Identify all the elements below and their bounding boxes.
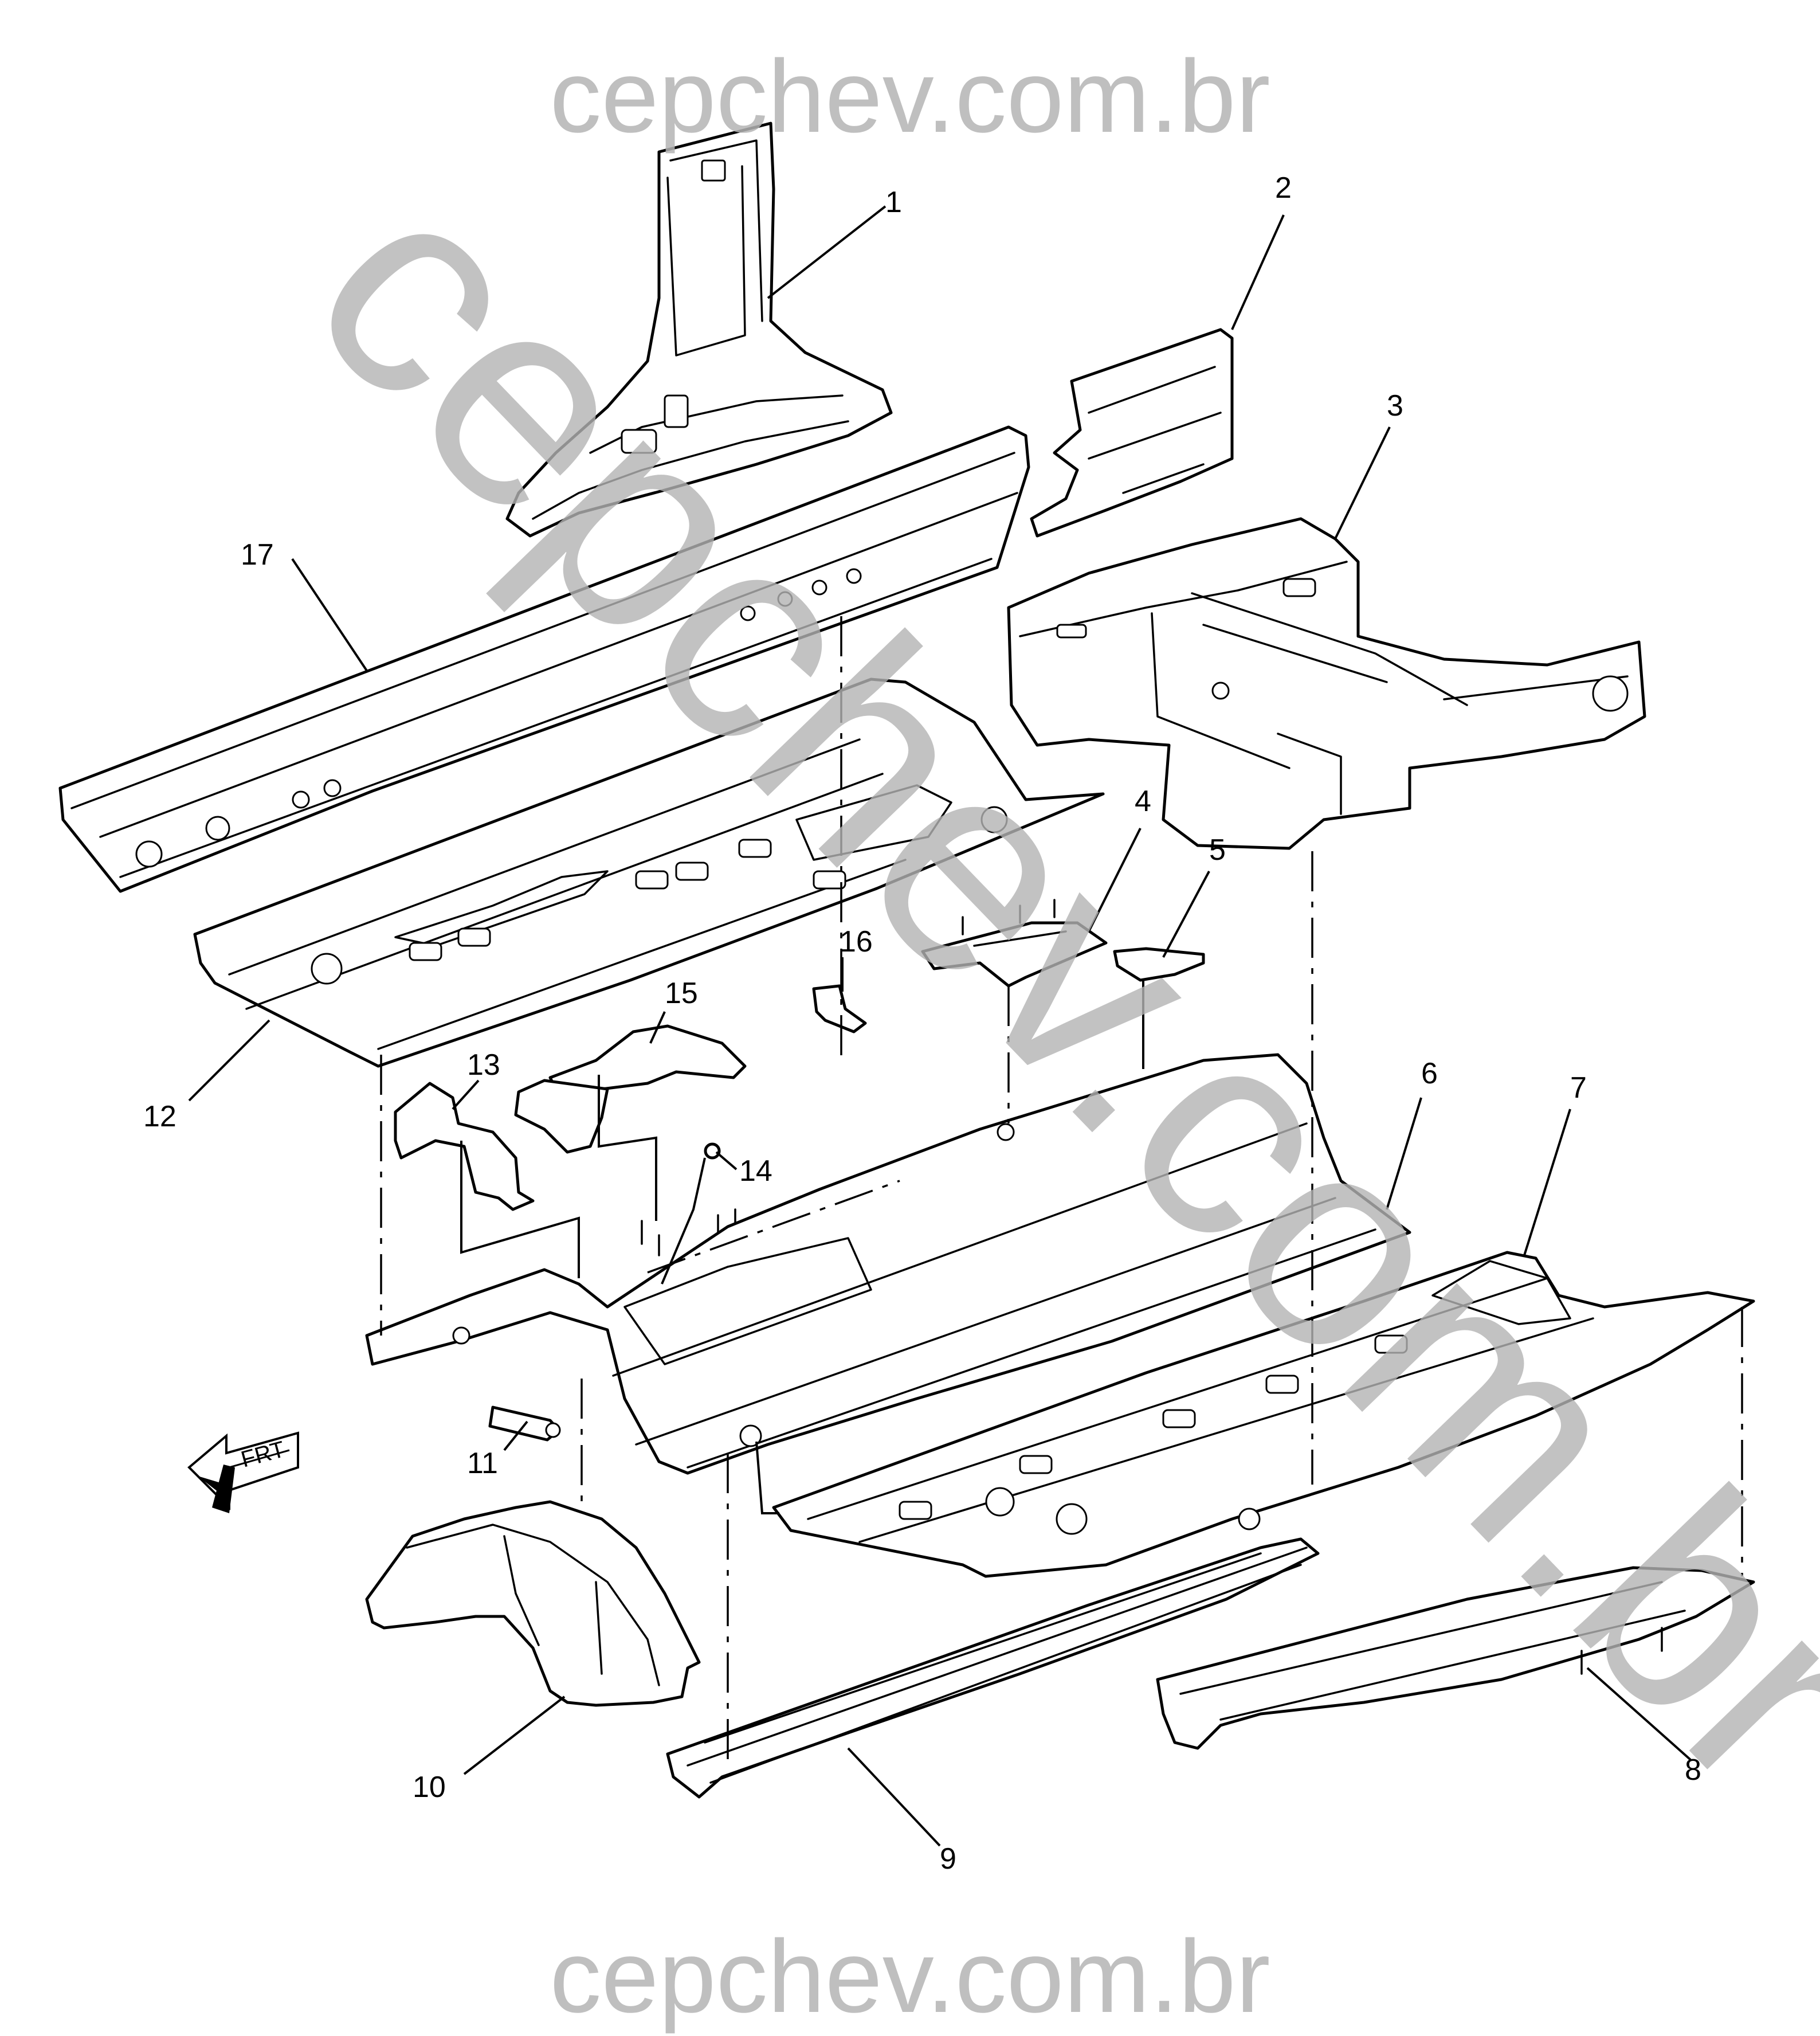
- callout-10: 10: [413, 1771, 446, 1804]
- callout-11: 11: [467, 1447, 498, 1480]
- callout-2: 2: [1275, 171, 1292, 205]
- part-1-pillar: [505, 122, 893, 538]
- part-4-seat-bracket: [921, 899, 1108, 988]
- part-15-bracket: [514, 1024, 747, 1154]
- part-12-front-floor: [193, 678, 1105, 1068]
- callout-3: 3: [1387, 389, 1403, 422]
- callout-leaders: [188, 205, 1692, 1847]
- callout-numbers: 1 2 3 4 5 6 7 8 9 10 11 12 13 14 15 16 1…: [143, 171, 1701, 1876]
- callout-15: 15: [665, 977, 698, 1010]
- part-5-clip: [1113, 947, 1205, 982]
- part-17-rocker: [58, 425, 1030, 893]
- callout-4: 4: [1135, 785, 1151, 818]
- watermarks: cepchev.com.br cepchev.com.br cepchev.co…: [251, 39, 1820, 2034]
- part-2-panel: [1030, 328, 1234, 538]
- callout-1: 1: [885, 186, 902, 219]
- frt-arrow-icon: FRT: [187, 1431, 299, 1513]
- callout-12: 12: [143, 1100, 176, 1133]
- callout-7: 7: [1570, 1071, 1587, 1105]
- part-8-rear-rail: [1156, 1566, 1755, 1750]
- callout-8: 8: [1685, 1753, 1701, 1787]
- callout-16: 16: [840, 925, 873, 958]
- part-3-crossmember: [1007, 517, 1646, 850]
- callout-17: 17: [241, 538, 274, 571]
- part-16-bracket: [812, 984, 867, 1033]
- part-14-nut: [641, 1142, 736, 1256]
- watermark-bottom: cepchev.com.br: [550, 1919, 1270, 2034]
- part-10-wheelhouse: [365, 1500, 701, 1707]
- callout-6: 6: [1421, 1057, 1438, 1090]
- callout-9: 9: [940, 1842, 956, 1876]
- callout-5: 5: [1209, 833, 1226, 867]
- part-9-rocker-inner: [666, 1537, 1320, 1799]
- watermark-top: cepchev.com.br: [550, 39, 1270, 154]
- part-6-tunnel: [365, 1053, 1411, 1475]
- callout-14: 14: [739, 1154, 772, 1188]
- part-7-rear-floor: [772, 1251, 1755, 1578]
- part-13-bracket: [394, 1082, 535, 1211]
- callout-13: 13: [467, 1048, 500, 1082]
